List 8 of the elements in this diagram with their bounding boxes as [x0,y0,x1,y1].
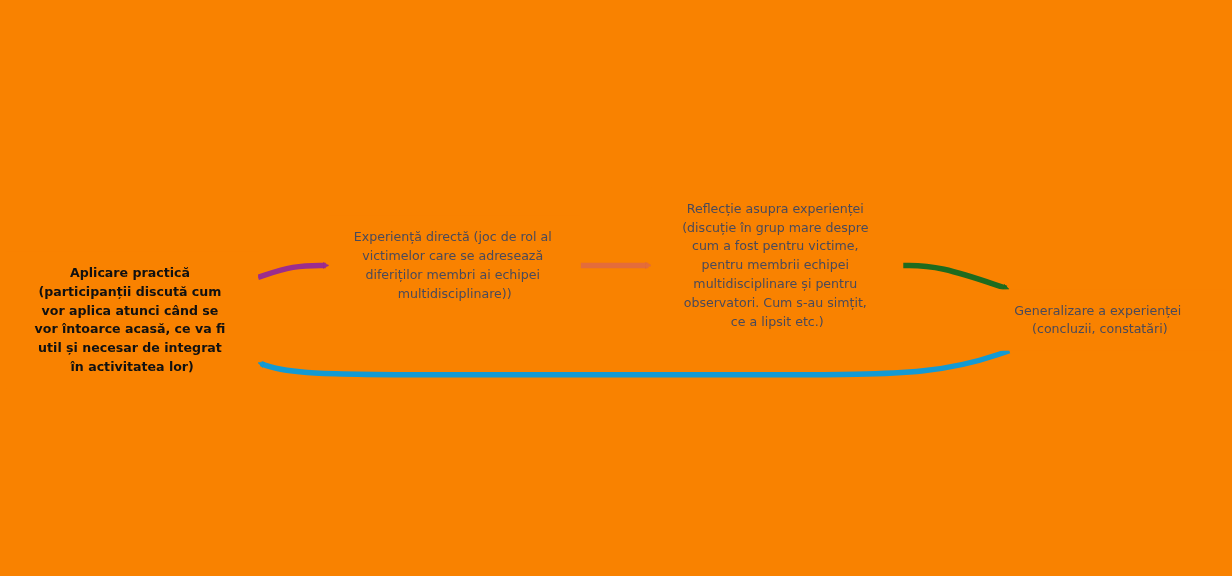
node-text: Experiență directă (joc de rol al victimelor care se adresează diferiților membri ai echipei multidisciplinare)) [353,229,552,301]
node-text: Generalizare a experienței (concluzii, constatări) [1014,302,1182,337]
node-text: Aplicare practică (participanții discută cum vor aplica atunci când se vor întoarce acasă, ce va fi util și necesar de integrat în activitatea lor) [34,264,226,375]
arrow [903,262,1010,291]
node-text: Reflecție asupra experienței (discuție în grup mare despre cum a fost pentru victime, pentru membrii echipei multidisciplinare și pentru observatori. Cum s-au simțit, ce a lipsit etc.) [682,200,869,330]
arrow [580,261,652,269]
arrow [257,261,330,280]
arrow [257,348,1011,378]
